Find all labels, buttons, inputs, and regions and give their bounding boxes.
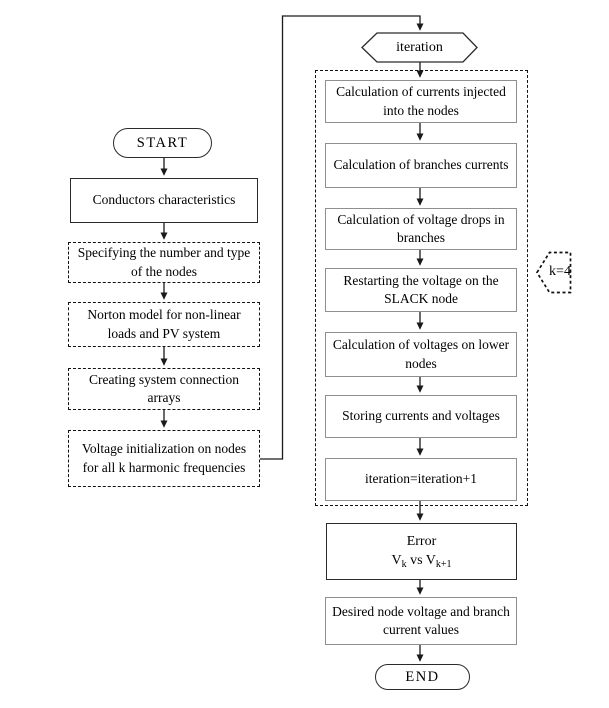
step-label: Restarting the voltage on the SLACK node: [343, 272, 499, 307]
end-terminator: END: [375, 664, 470, 690]
loop-step-currents-injected: Calculation of currents injected into th…: [325, 80, 517, 123]
k4-label: k=4: [549, 264, 571, 279]
error-formula: Vk vs Vk+1: [391, 552, 451, 571]
loop-step-storing: Storing currents and voltages: [325, 395, 517, 438]
start-label: START: [136, 134, 189, 151]
step-specifying-nodes: Specifying the number and type of the no…: [68, 242, 260, 283]
iteration-hexagon-shape: [361, 32, 478, 63]
k4-callout-shape: [535, 251, 572, 294]
step-label: Desired node voltage and branch current …: [332, 603, 510, 638]
loop-step-voltage-drops: Calculation of voltage drops in branches: [325, 208, 517, 250]
loop-step-increment-iteration: iteration=iteration+1: [325, 458, 517, 501]
k4-callout: k=4: [543, 255, 577, 289]
step-connection-arrays: Creating system connection arrays: [68, 368, 260, 410]
error-title: Error: [406, 534, 437, 549]
v-subscript-k1: k+1: [435, 558, 452, 570]
iteration-loop-frame: [315, 70, 528, 506]
v-symbol: V: [425, 552, 436, 568]
step-label: Calculation of voltage drops in branches: [337, 211, 505, 246]
step-label: Voltage initialization on nodes for all …: [81, 441, 247, 475]
step-conductors-characteristics: Conductors characteristics: [70, 178, 258, 223]
step-label: Storing currents and voltages: [342, 408, 500, 424]
loop-step-branch-currents: Calculation of branches currents: [325, 143, 517, 188]
step-label: Calculation of voltages on lower nodes: [332, 337, 510, 371]
step-label: Specifying the number and type of the no…: [77, 245, 251, 279]
v-subscript-k: k: [401, 558, 407, 570]
start-terminator: START: [113, 128, 212, 158]
step-label: Norton model for non-linear loads and PV…: [87, 307, 241, 341]
step-norton-model: Norton model for non-linear loads and PV…: [68, 302, 260, 347]
step-label: Conductors characteristics: [92, 192, 236, 208]
loop-step-lower-node-voltages: Calculation of voltages on lower nodes: [325, 332, 517, 377]
step-label: Creating system connection arrays: [89, 371, 239, 406]
loop-step-restart-slack: Restarting the voltage on the SLACK node: [325, 268, 517, 312]
vs-text: vs: [406, 552, 426, 568]
iteration-label: iteration: [396, 39, 443, 55]
step-label: iteration=iteration+1: [365, 471, 477, 487]
step-desired-values: Desired node voltage and branch current …: [325, 597, 517, 645]
iteration-hexagon: iteration: [362, 33, 477, 62]
error-comparison-box: Error Vk vs Vk+1: [326, 523, 517, 580]
step-voltage-initialization: Voltage initialization on nodes for all …: [68, 430, 260, 487]
v-symbol: V: [391, 552, 402, 568]
step-label: Calculation of currents injected into th…: [336, 84, 506, 118]
step-label: Calculation of branches currents: [333, 157, 509, 173]
end-label: END: [405, 668, 440, 685]
